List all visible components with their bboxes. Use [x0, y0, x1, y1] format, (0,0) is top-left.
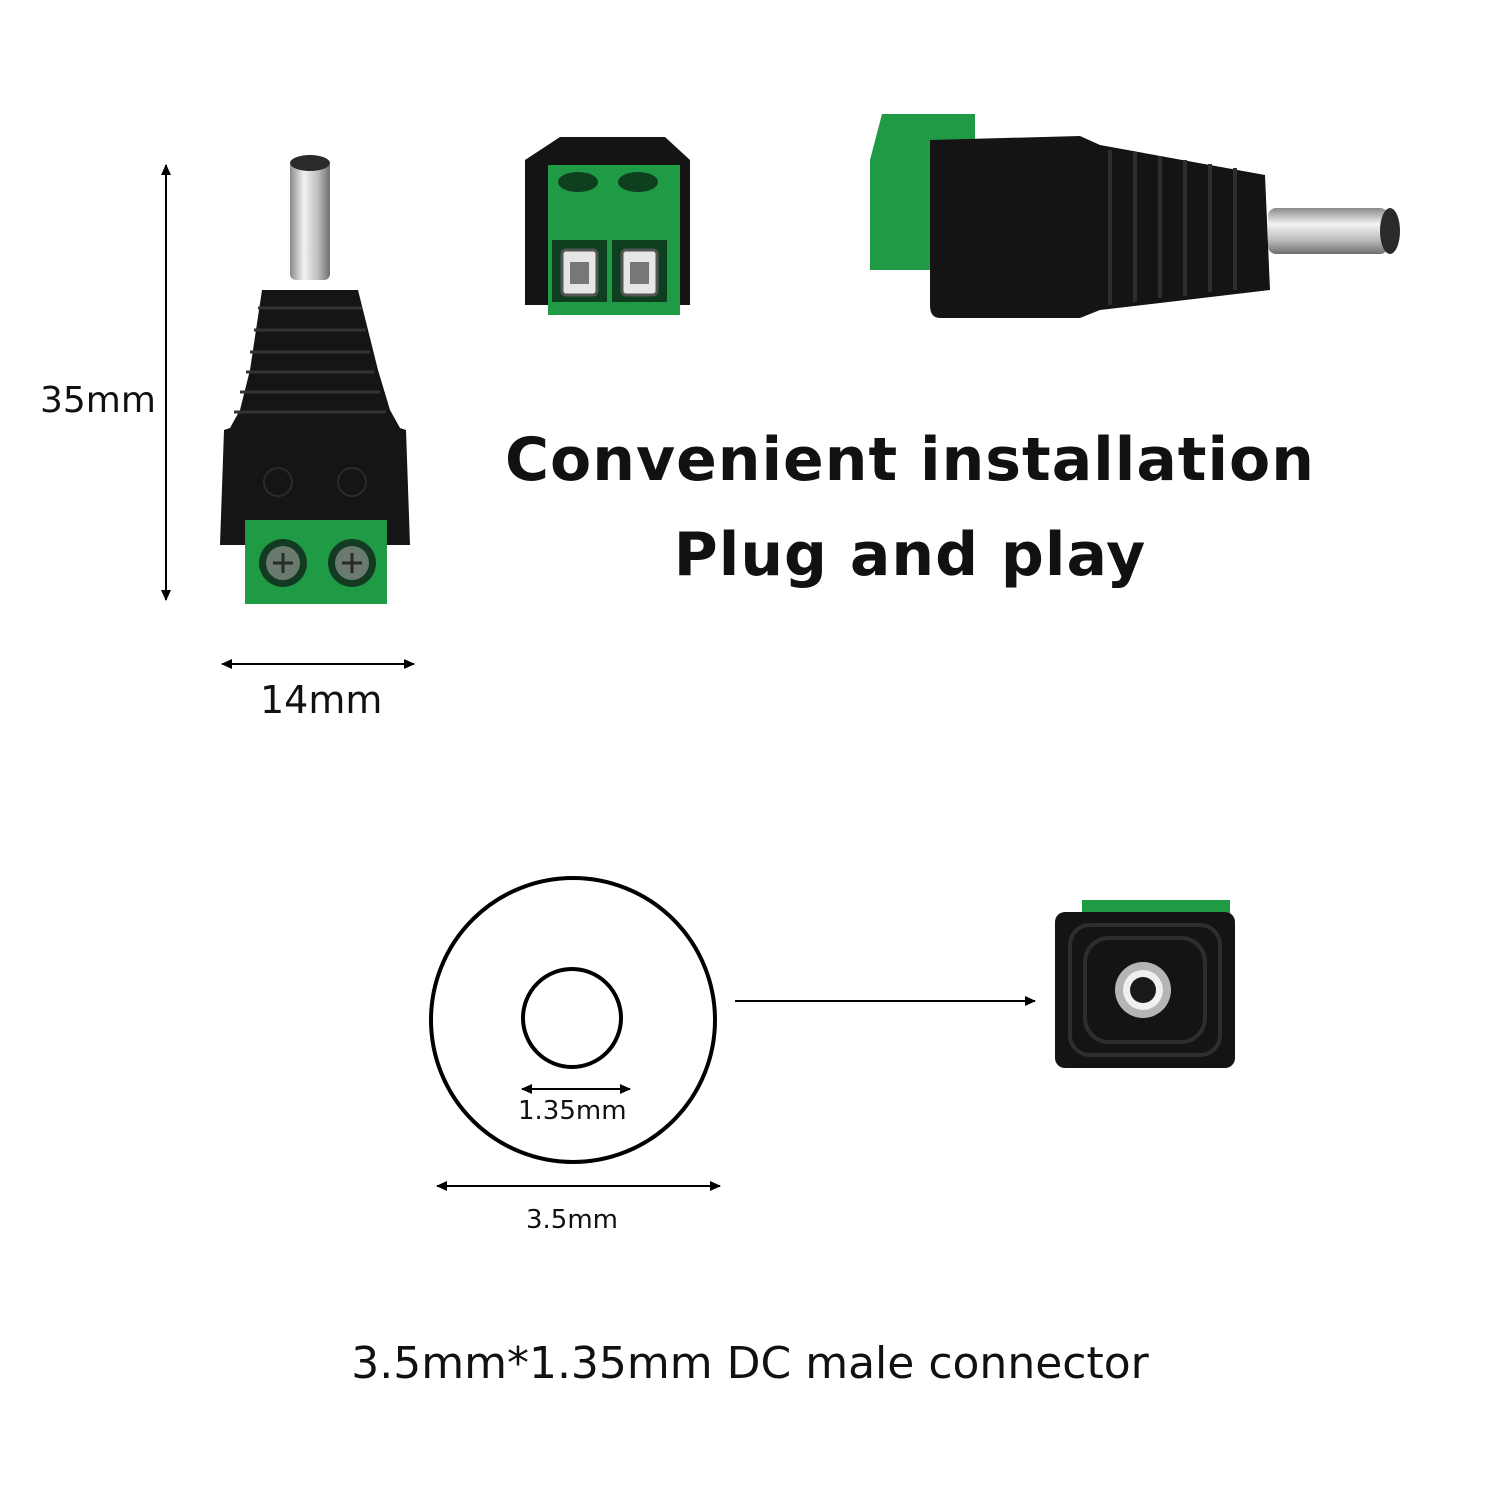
outer-diameter-label: 3.5mm: [526, 1205, 619, 1235]
headline-line-2: Plug and play: [673, 520, 1147, 590]
length-dimension-label: 35mm: [40, 380, 156, 421]
connector-body: [220, 290, 410, 545]
connector-pin-side: [1268, 208, 1388, 254]
headline-line-1: Convenient installation: [504, 425, 1315, 495]
inner-diameter-circle: [521, 967, 623, 1069]
connector-pin-end-view: [1055, 900, 1235, 1068]
connector-side-view: [870, 114, 1400, 318]
product-caption: 3.5mm*1.35mm DC male connector: [351, 1338, 1149, 1389]
width-dimension-label: 14mm: [260, 678, 383, 722]
plug-cross-section: [429, 876, 717, 1164]
connector-terminal-view: [525, 137, 690, 315]
outer-diameter-circle: [429, 876, 717, 1164]
connector-pin: [290, 160, 330, 280]
inner-diameter-label: 1.35mm: [518, 1096, 627, 1126]
connector-front-view: [220, 155, 410, 604]
